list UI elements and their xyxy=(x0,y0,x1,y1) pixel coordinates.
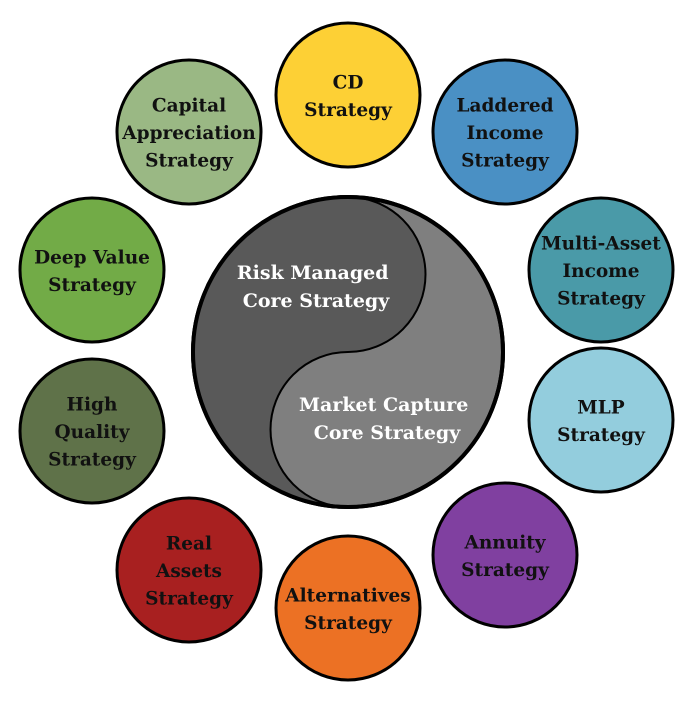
strategy-capital-appreciation-circle xyxy=(115,58,263,206)
strategy-real-assets-circle xyxy=(115,496,263,644)
strategy-laddered-income-circle xyxy=(431,58,579,206)
strategy-multi-asset-income-circle xyxy=(527,196,675,344)
core-outline xyxy=(191,195,505,509)
core-lower-label: Market Capture Core Strategy xyxy=(299,394,475,444)
core-upper-label: Risk Managed Core Strategy xyxy=(237,262,395,312)
strategy-deep-value-circle xyxy=(18,196,166,344)
core-yin-yang: Risk Managed Core Strategy Market Captur… xyxy=(191,195,505,509)
strategy-high-quality-circle xyxy=(18,357,166,505)
strategy-alternatives-circle xyxy=(274,534,422,682)
strategy-mlp-circle xyxy=(527,346,675,494)
strategy-cd-circle xyxy=(274,21,422,169)
strategy-annuity-circle xyxy=(431,481,579,629)
